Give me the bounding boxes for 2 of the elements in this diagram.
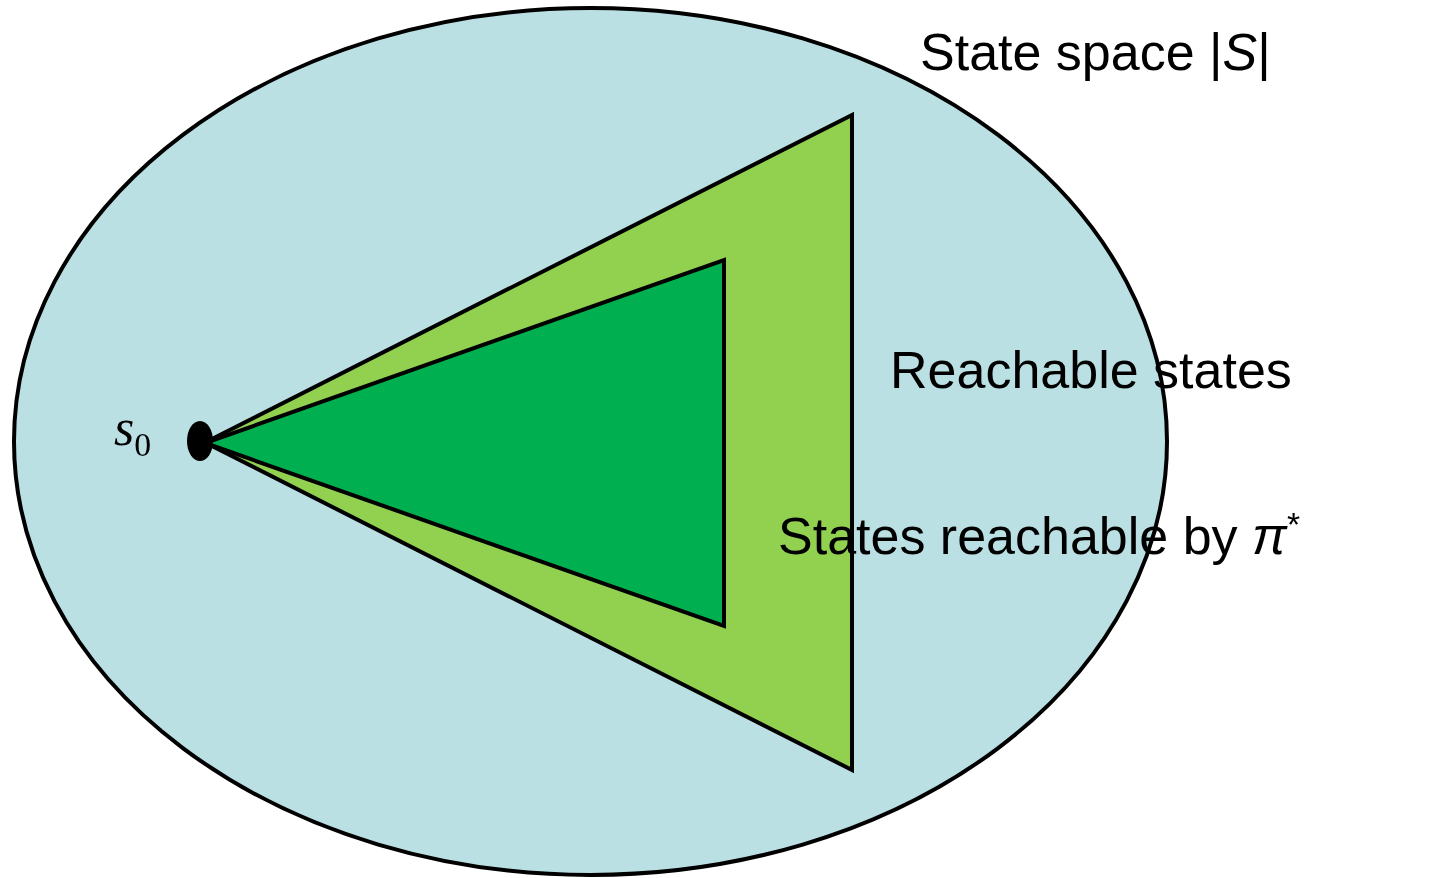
state-symbol: s$_{0}$ bbox=[114, 399, 152, 464]
region-label: State space |S| bbox=[920, 24, 1271, 82]
